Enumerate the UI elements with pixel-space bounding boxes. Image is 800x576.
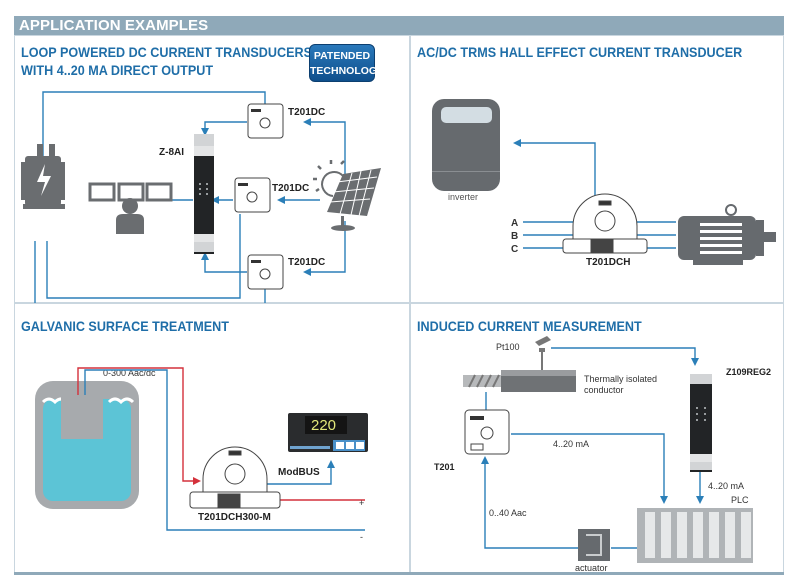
section-header: APPLICATION EXAMPLES: [14, 16, 784, 35]
conductor-label-line2: conductor: [584, 385, 624, 395]
motor-icon: [678, 204, 776, 265]
panel-loop-powered: LOOP POWERED DC CURRENT TRANSDUCERS WITH…: [14, 35, 410, 315]
operator-icon: [116, 198, 144, 234]
range-label: 0-300 Aac/dc: [103, 368, 156, 378]
plus-label: +: [359, 498, 364, 508]
transducer-label-bot: T201DC: [288, 257, 325, 268]
induced-diagram: Pt100 Thermally isolated conductor T201 …: [434, 336, 771, 573]
signal2-label: 4..20 mA: [708, 481, 744, 491]
phase-a-label: A: [511, 218, 518, 229]
panel-galvanic: GALVANIC SURFACE TREATMENT 0-300 Aac/dc …: [14, 303, 410, 573]
hall-diagram: inverter A B C T201DCH: [432, 99, 776, 268]
minus-label: -: [360, 532, 363, 542]
wire-modbus: [251, 460, 335, 485]
galvanic-diagram: 0-300 Aac/dc ModBUS T201DCH300-M + -: [35, 367, 368, 542]
inverter-label: inverter: [448, 192, 478, 202]
plc-icon: [637, 508, 753, 563]
hall-transducer-icon: [562, 193, 648, 254]
transducer-icon: [464, 409, 510, 455]
monitors-icon: [88, 182, 173, 202]
panel-title: AC/DC TRMS HALL EFFECT CURRENT TRANSDUCE…: [417, 44, 743, 60]
tank-icon: [35, 381, 139, 509]
module-label: Z-8AI: [159, 147, 184, 158]
wire-actuator-feedback: [481, 456, 578, 549]
loop-diagram: Z-8AI T201DC T201DC T201DC: [21, 91, 381, 315]
panel-title-line2: WITH 4..20 MA DIRECT OUTPUT: [21, 62, 214, 78]
phase-b-label: B: [511, 231, 518, 242]
conductor-icon: [463, 370, 576, 392]
wire-top-to-module: [201, 121, 247, 136]
transducer-icon: [234, 103, 284, 290]
bottom-rule: [14, 572, 784, 575]
patented-badge: PATENDED TECHNOLOGY: [309, 44, 385, 82]
wire-bot-to-module: [201, 252, 247, 273]
transducer-label: T201DCH300-M: [198, 512, 271, 523]
plc-label: PLC: [731, 495, 749, 505]
panel-induced-current: INDUCED CURRENT MEASUREMENT Pt100 Therma…: [410, 303, 784, 573]
din-module-icon: [690, 374, 712, 472]
badge-line1: PATENDED: [313, 50, 371, 62]
transducer-label-mid: T201DC: [272, 183, 309, 194]
wire-red-in: [77, 367, 201, 485]
hall-transducer-icon: [189, 446, 281, 509]
sun-icon: [313, 160, 345, 197]
transducer-label: T201DCH: [586, 257, 630, 268]
input-range-label: 0..40 Aac: [489, 508, 527, 518]
sensor-label: Pt100: [496, 342, 520, 352]
phase-c-label: C: [511, 244, 518, 255]
wire-mid-down: [46, 214, 241, 299]
wire-pt100: [551, 347, 699, 366]
badge-line2: TECHNOLOGY: [310, 65, 385, 77]
panel-title: INDUCED CURRENT MEASUREMENT: [417, 318, 642, 334]
regulator-label: Z109REG2: [726, 367, 771, 377]
panel-title: GALVANIC SURFACE TREATMENT: [21, 318, 229, 334]
bus-label: ModBUS: [278, 467, 320, 478]
transformer-icon: [21, 144, 65, 209]
solar-panel-icon: [327, 168, 381, 231]
wire-output: [513, 139, 596, 211]
wire-signal1: [511, 433, 668, 504]
wire-top-loop: [42, 91, 266, 168]
panel-meter-icon: [288, 413, 368, 452]
actuator-icon: [578, 529, 610, 561]
panel-hall-effect: AC/DC TRMS HALL EFFECT CURRENT TRANSDUCE…: [410, 35, 784, 303]
signal1-label: 4..20 mA: [553, 439, 589, 449]
inverter-icon: [432, 99, 500, 191]
conductor-label-line1: Thermally isolated: [584, 374, 657, 384]
transducer-label: T201: [434, 462, 455, 472]
meter-display: 220: [311, 417, 336, 434]
transducer-label-top: T201DC: [288, 107, 325, 118]
din-module-icon: [194, 134, 214, 254]
actuator-label: actuator: [575, 563, 608, 573]
wire-solar-bot: [303, 221, 346, 276]
wire-blue-minus: [84, 369, 365, 531]
panel-title-line1: LOOP POWERED DC CURRENT TRANSDUCERS: [21, 44, 312, 60]
pt100-probe-icon: [535, 336, 551, 370]
